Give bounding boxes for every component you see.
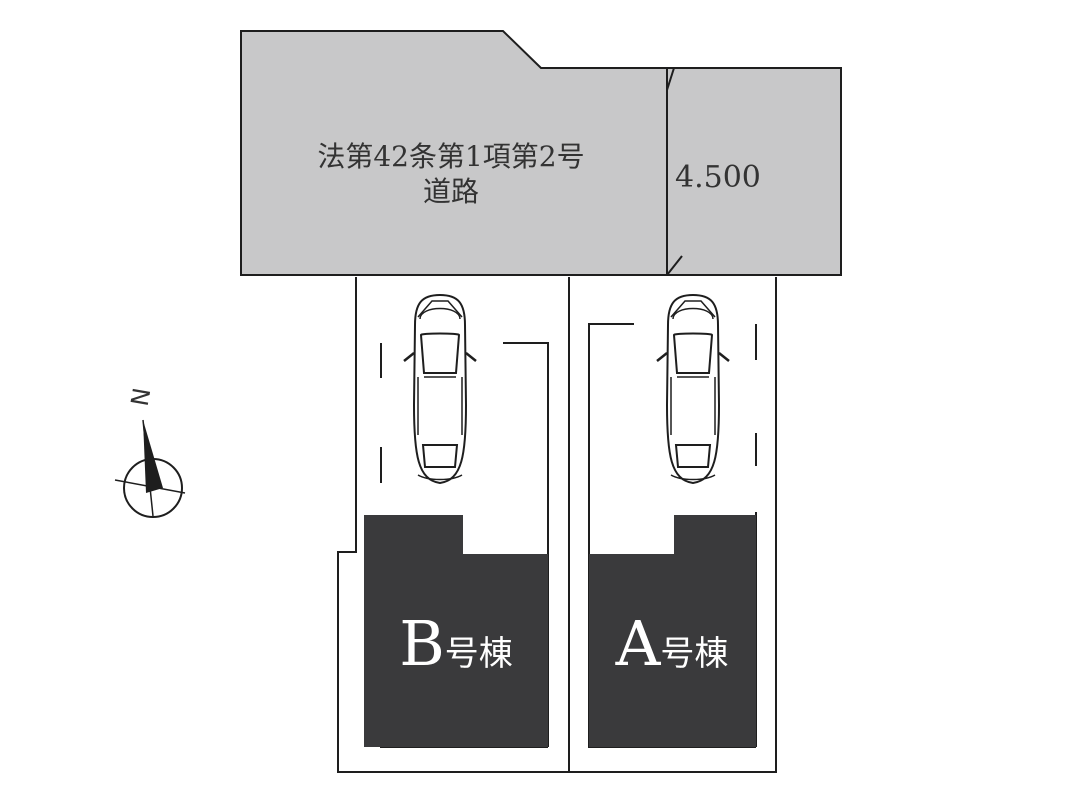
compass-needle (143, 420, 163, 493)
building-b-letter: B (399, 607, 445, 680)
building-b: B号棟 (364, 515, 548, 747)
lot-boundary (337, 277, 777, 773)
building-b-suffix: 号棟 (445, 634, 513, 674)
north-label: N (126, 386, 157, 409)
building-a-letter: A (615, 607, 662, 680)
parking-car-b (402, 293, 478, 485)
building-a-label: A号棟 (615, 607, 729, 680)
road: 法第42条第1項第2号 道路 4.500 (240, 30, 842, 276)
building-b-label: B号棟 (399, 607, 513, 680)
building-a-footprint (589, 515, 756, 747)
road-label-line1: 法第42条第1項第2号 (317, 140, 584, 173)
road-surface (240, 30, 842, 276)
building-a-suffix: 号棟 (660, 634, 728, 674)
road-width-label: 4.500 (675, 160, 761, 195)
road-width-dimension (666, 67, 683, 276)
building-b-footprint (364, 515, 548, 747)
building-a: A号棟 (589, 515, 756, 747)
road-label-line2: 道路 (423, 175, 479, 208)
parking-car-a (655, 293, 731, 485)
north-compass: N (114, 386, 186, 518)
